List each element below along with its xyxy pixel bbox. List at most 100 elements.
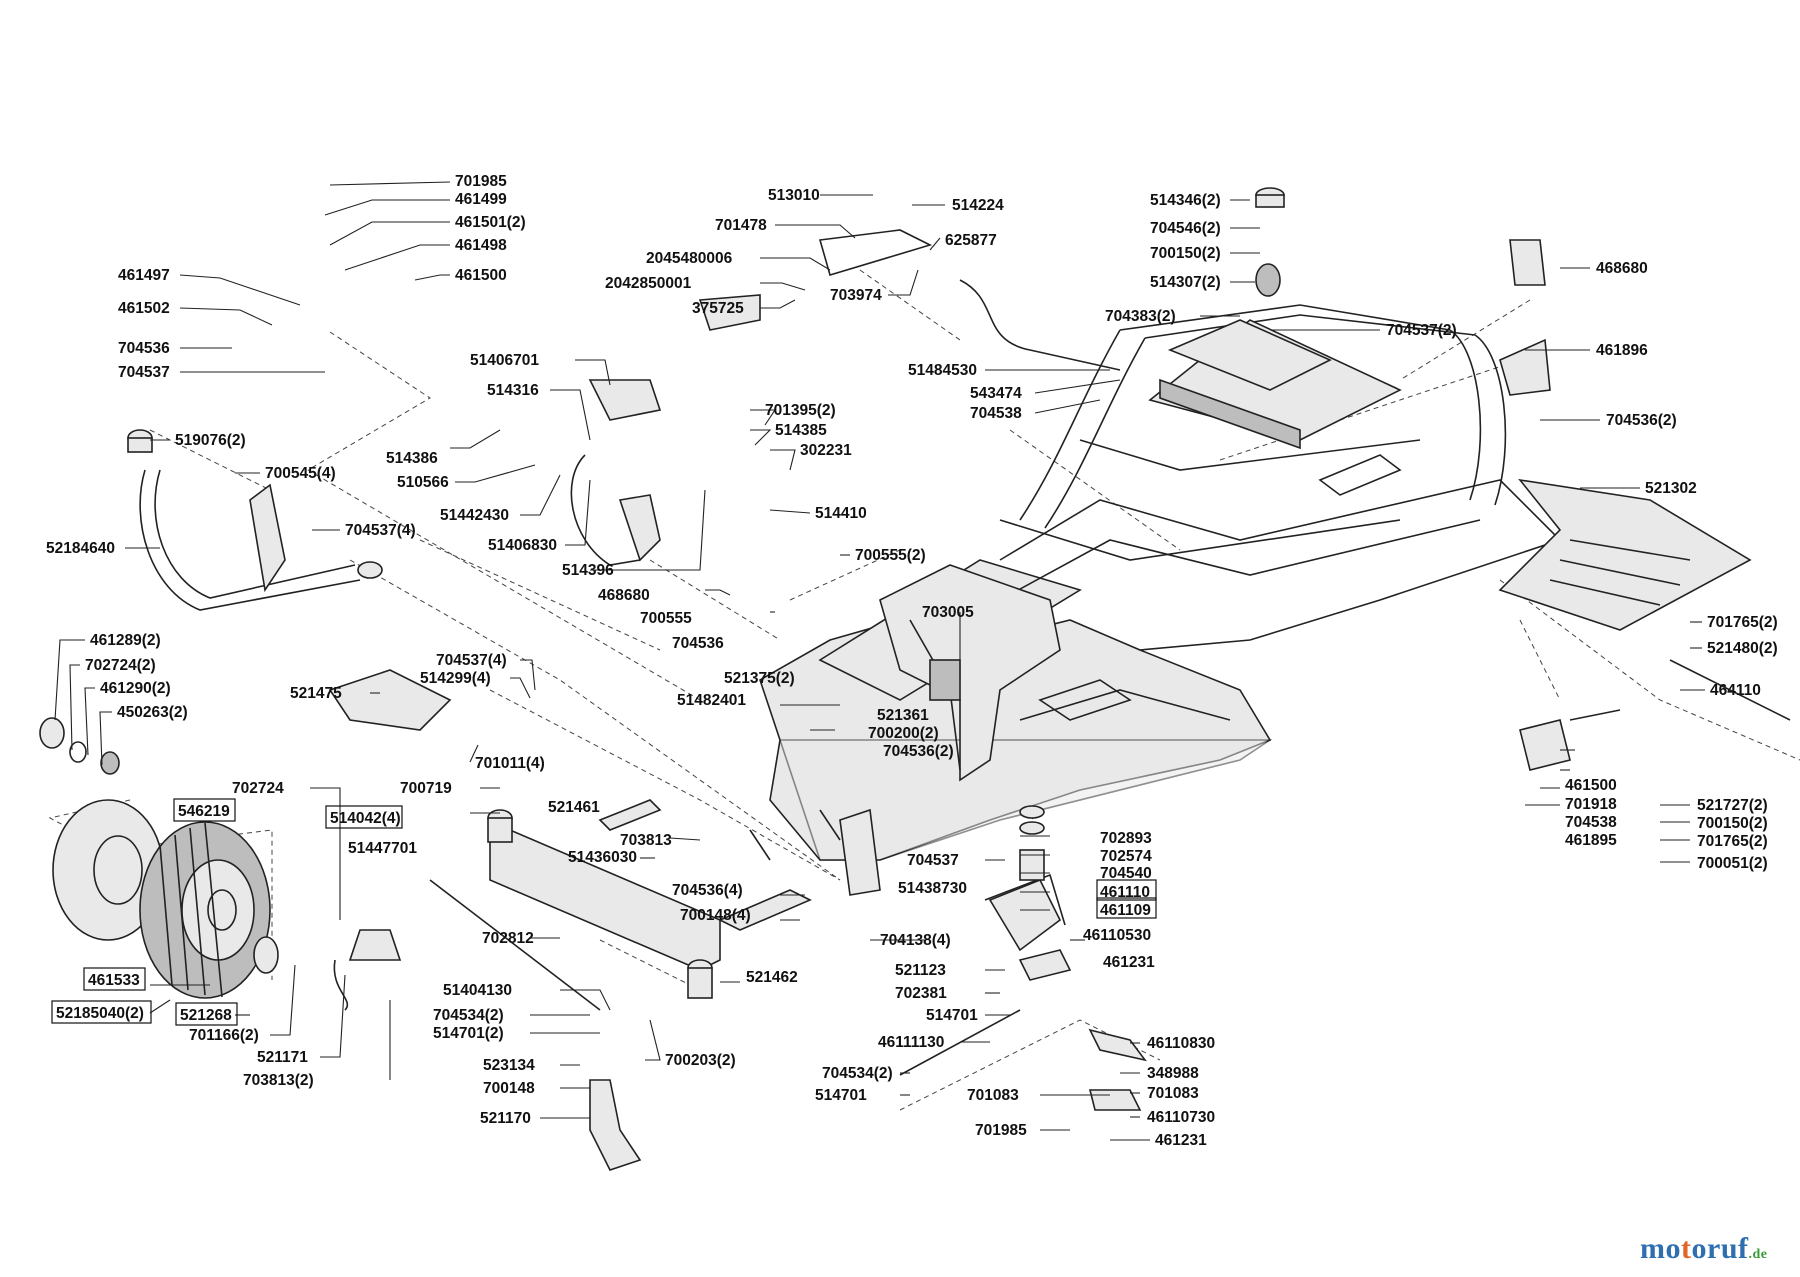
part-number-label: 51438730: [898, 880, 967, 897]
part-number-label: 461502: [118, 300, 170, 317]
part-number-label: 514701: [815, 1087, 867, 1104]
part-number-label: 450263(2): [117, 704, 188, 721]
part-number-label: 521461: [548, 799, 600, 816]
part-number-label: 461231: [1155, 1132, 1207, 1149]
part-number-label: 521462: [746, 969, 798, 986]
part-number-label: 700200(2): [868, 725, 939, 742]
part-number-label: 704538: [1565, 814, 1617, 831]
part-number-label: 46110530: [1083, 927, 1151, 944]
part-number-label: 461290(2): [100, 680, 171, 697]
part-number-label: 700719: [400, 780, 452, 797]
part-number-label: 461895: [1565, 832, 1617, 849]
dash-tower: [879, 564, 1061, 782]
part-number-label: 514224: [952, 197, 1004, 214]
part-number-label: 461500: [455, 267, 507, 284]
part-number-label: 704537(4): [436, 652, 507, 669]
part-number-label: 514701: [926, 1007, 978, 1024]
callout-labels: 701985 461499 461501(2) 461498 461500 46…: [46, 173, 1778, 1149]
part-number-label: 521302: [1645, 480, 1697, 497]
part-number-label: 701011(4): [475, 755, 545, 772]
part-number-label: 704534(2): [822, 1065, 893, 1082]
part-number-label: 701478: [715, 217, 767, 234]
part-number-label: 302231: [800, 442, 852, 459]
part-number-label: 704536(4): [672, 882, 743, 899]
part-number-label: 701166(2): [189, 1027, 259, 1044]
part-number-label: 461110: [1100, 884, 1150, 901]
part-number-label: 700555(2): [855, 547, 926, 564]
front-wheels: [39, 717, 279, 999]
part-number-label: 51484530: [908, 362, 977, 379]
part-number-label: 513010: [768, 187, 820, 204]
part-number-label: 704536: [118, 340, 170, 357]
part-number-label: 700148(4): [680, 907, 751, 924]
part-number-label: 521361: [877, 707, 929, 724]
part-number-label: 461289(2): [90, 632, 161, 649]
part-number-label: 704537: [118, 364, 170, 381]
part-number-label: 46110730: [1147, 1109, 1215, 1126]
main-frame-chassis: [759, 304, 1562, 861]
part-number-label: 702381: [895, 985, 947, 1002]
part-number-label: 701083: [1147, 1085, 1199, 1102]
boxed-callout-frames: [51, 798, 1157, 1026]
part-number-label: 464110: [1710, 682, 1761, 699]
part-number-label: 521268: [180, 1007, 232, 1024]
callout-leaders: [54, 181, 1705, 1141]
part-number-label: 521475: [290, 685, 342, 702]
part-number-label: 51436030: [568, 849, 637, 866]
part-number-label: 51404130: [443, 982, 512, 999]
part-number-label: 461533: [88, 972, 140, 989]
part-number-label: 51482401: [677, 692, 746, 709]
part-number-label: 514299(4): [420, 670, 491, 687]
part-number-label: 51442430: [440, 507, 509, 524]
part-number-label: 51406830: [488, 537, 557, 554]
part-number-label: 702812: [482, 930, 534, 947]
part-number-label: 546219: [178, 803, 230, 820]
part-number-label: 700150(2): [1150, 245, 1221, 262]
part-number-label: 700148: [483, 1080, 535, 1097]
part-number-label: 704537: [907, 852, 959, 869]
part-number-label: 514410: [815, 505, 867, 522]
assembly-guides: [48, 269, 1800, 1111]
part-number-label: 461498: [455, 237, 507, 254]
part-number-label: 702724: [232, 780, 284, 797]
part-number-label: 543474: [970, 385, 1022, 402]
part-number-label: 523134: [483, 1057, 535, 1074]
part-number-label: 701765(2): [1707, 614, 1778, 631]
part-number-label: 701765(2): [1697, 833, 1768, 850]
part-number-label: 46110830: [1147, 1035, 1215, 1052]
part-number-label: 701985: [455, 173, 507, 190]
part-number-label: 521375(2): [724, 670, 795, 687]
part-number-label: 701985: [975, 1122, 1027, 1139]
part-number-label: 704536(2): [1606, 412, 1677, 429]
part-number-label: 700203(2): [665, 1052, 736, 1069]
part-number-label: 461500: [1565, 777, 1617, 794]
part-number-label: 519076(2): [175, 432, 246, 449]
part-number-label: 704540: [1100, 865, 1152, 882]
part-number-label: 514316: [487, 382, 539, 399]
part-number-label: 461501(2): [455, 214, 526, 231]
part-number-label: 704538: [970, 405, 1022, 422]
part-number-label: 700555: [640, 610, 692, 627]
part-number-label: 521727(2): [1697, 797, 1768, 814]
part-number-label: 514385: [775, 422, 827, 439]
part-number-label: 2042850001: [605, 275, 692, 292]
part-number-label: 514701(2): [433, 1025, 504, 1042]
part-number-label: 46111130: [878, 1034, 944, 1051]
part-number-label: 461497: [118, 267, 170, 284]
part-number-label: 625877: [945, 232, 997, 249]
seat-pan-plate: [1498, 478, 1752, 631]
part-number-label: 701395(2): [765, 402, 836, 419]
part-number-label: 375725: [692, 300, 744, 317]
part-number-label: 702893: [1100, 830, 1152, 847]
upper-parts: [328, 187, 1791, 931]
part-number-label: 700051(2): [1697, 855, 1768, 872]
part-number-label: 514386: [386, 450, 438, 467]
part-number-label: 51447701: [348, 840, 417, 857]
motoruf-logo: motoruf.de: [1640, 1232, 1768, 1265]
part-number-label: 521171: [257, 1049, 308, 1066]
part-number-label: 703005: [922, 604, 974, 621]
part-number-label: 703813(2): [243, 1072, 314, 1089]
part-number-label: 704537(4): [345, 522, 416, 539]
part-number-label: 510566: [397, 474, 449, 491]
